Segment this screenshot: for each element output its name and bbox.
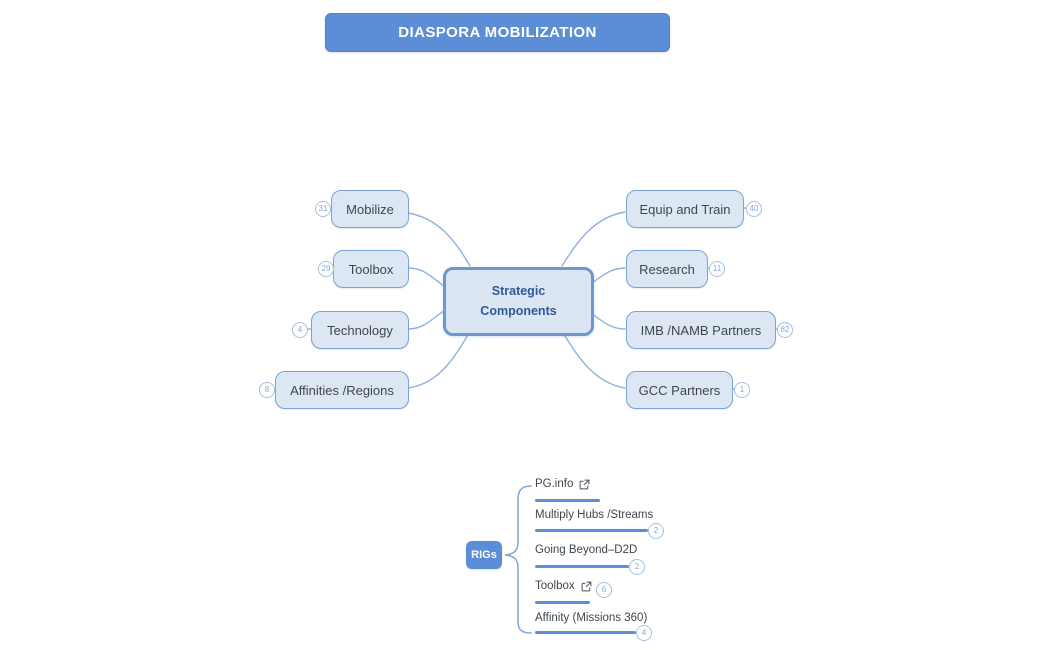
rig-item-affinity-missions[interactable]: Affinity (Missions 360) xyxy=(535,612,647,624)
node-gcc-partners[interactable]: GCC Partners xyxy=(626,371,733,409)
node-label: Technology xyxy=(327,322,393,338)
external-link-icon[interactable] xyxy=(581,581,592,592)
node-label: Equip and Train xyxy=(639,201,731,217)
node-label: IMB /NAMB Partners xyxy=(640,322,762,338)
badge-research-count[interactable]: 11 xyxy=(709,261,725,277)
badge-technology-count[interactable]: 4 xyxy=(292,322,308,338)
badge-multiply-hubs-count[interactable]: 2 xyxy=(648,523,664,539)
rig-item-multiply-hubs[interactable]: Multiply Hubs /Streams xyxy=(535,509,653,521)
title-label: DIASPORA MOBILIZATION xyxy=(398,24,597,41)
rig-item-underline xyxy=(535,601,590,604)
badge-equip-count[interactable]: 40 xyxy=(746,201,762,217)
rig-item-underline xyxy=(535,565,629,568)
node-label: Affinities /Regions xyxy=(290,382,394,398)
node-rigs[interactable]: RIGs xyxy=(466,541,502,569)
rig-item-label: PG.info xyxy=(535,478,574,490)
rigs-label: RIGs xyxy=(471,549,497,561)
rig-item-underline xyxy=(535,499,600,502)
node-technology[interactable]: Technology xyxy=(311,311,409,349)
badge-mobilize-count[interactable]: 31 xyxy=(315,201,331,217)
badge-toolbox-count[interactable]: 29 xyxy=(318,261,334,277)
external-link-icon[interactable] xyxy=(579,479,590,490)
center-node-label: Strategic Components xyxy=(480,284,557,318)
node-mobilize[interactable]: Mobilize xyxy=(331,190,409,228)
badge-imb-namb-count[interactable]: 82 xyxy=(777,322,793,338)
node-equip-and-train[interactable]: Equip and Train xyxy=(626,190,744,228)
node-label: Mobilize xyxy=(346,201,394,217)
rig-item-label: Toolbox xyxy=(535,580,575,592)
rig-item-label: Affinity (Missions 360) xyxy=(535,612,648,624)
node-imb-namb-partners[interactable]: IMB /NAMB Partners xyxy=(626,311,776,349)
rig-item-underline xyxy=(535,529,648,532)
rig-item-label: Going Beyond–D2D xyxy=(535,544,638,556)
node-label: Research xyxy=(639,261,695,277)
rig-item-label: Multiply Hubs /Streams xyxy=(535,509,654,521)
badge-going-beyond-count[interactable]: 2 xyxy=(629,559,645,575)
node-label: Toolbox xyxy=(348,261,394,277)
badge-affinities-count[interactable]: 8 xyxy=(259,382,275,398)
rig-item-toolbox[interactable]: Toolbox xyxy=(535,580,592,592)
rig-item-pg-info[interactable]: PG.info xyxy=(535,478,590,490)
badge-affinity-count[interactable]: 4 xyxy=(636,625,652,641)
node-affinities-regions[interactable]: Affinities /Regions xyxy=(275,371,409,409)
rigs-brace xyxy=(504,485,532,634)
node-label: GCC Partners xyxy=(638,382,721,398)
node-research[interactable]: Research xyxy=(626,250,708,288)
badge-gcc-count[interactable]: 1 xyxy=(734,382,750,398)
node-toolbox[interactable]: Toolbox xyxy=(333,250,409,288)
rig-item-underline xyxy=(535,631,636,634)
badge-toolbox-rig-count[interactable]: 6 xyxy=(596,582,612,598)
node-strategic-components[interactable]: Strategic Components xyxy=(443,267,594,336)
title-banner[interactable]: DIASPORA MOBILIZATION xyxy=(325,13,670,52)
rig-item-going-beyond[interactable]: Going Beyond–D2D xyxy=(535,544,637,556)
